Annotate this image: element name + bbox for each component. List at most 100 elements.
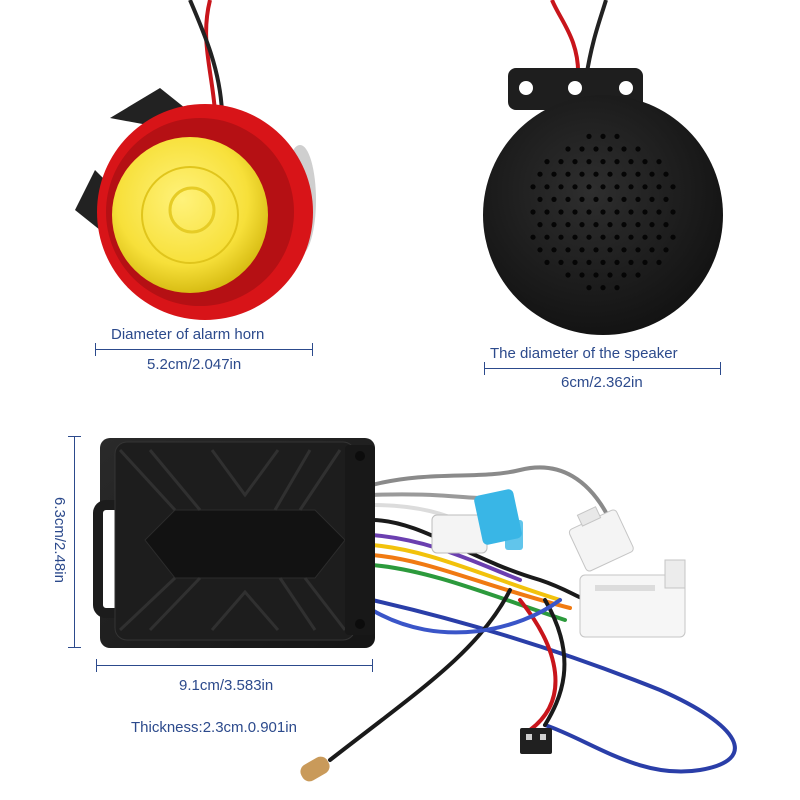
grille-hole	[607, 146, 613, 152]
grille-hole	[635, 146, 641, 152]
grille-hole	[649, 222, 655, 228]
grille-hole	[607, 222, 613, 228]
grille-hole	[544, 184, 550, 190]
grille-hole	[621, 247, 627, 253]
grille-hole	[600, 159, 606, 165]
grille-hole	[572, 184, 578, 190]
grille-hole	[621, 222, 627, 228]
grille-hole	[628, 259, 634, 265]
box-width-dimension-line	[96, 659, 373, 672]
connector-large	[579, 559, 686, 638]
grille-hole	[586, 259, 592, 265]
grille-hole	[572, 209, 578, 215]
grille-hole	[572, 259, 578, 265]
grille-hole	[593, 272, 599, 278]
grille-hole	[614, 234, 620, 240]
grille-hole	[579, 247, 585, 253]
grille-hole	[607, 272, 613, 278]
grille-hole	[551, 247, 557, 253]
grille-hole	[635, 222, 641, 228]
grille-hole	[586, 159, 592, 165]
grille-hole	[607, 171, 613, 177]
grille-hole	[656, 184, 662, 190]
grille-hole	[579, 272, 585, 278]
grille-hole	[614, 133, 620, 139]
grille-hole	[544, 159, 550, 165]
grille-hole	[544, 234, 550, 240]
alarm-horn	[75, 0, 316, 320]
grille-hole	[670, 209, 676, 215]
grille-hole	[656, 159, 662, 165]
speaker-diameter-title: The diameter of the speaker	[490, 345, 678, 362]
grille-hole	[649, 247, 655, 253]
grille-hole	[565, 247, 571, 253]
grille-hole	[607, 247, 613, 253]
grille-hole	[600, 184, 606, 190]
grille-hole	[565, 272, 571, 278]
grille-hole	[551, 222, 557, 228]
grille-hole	[579, 171, 585, 177]
grille-hole	[593, 222, 599, 228]
horn-cap-logo	[168, 186, 216, 234]
speaker	[483, 0, 723, 335]
grille-hole	[656, 209, 662, 215]
speaker-wire-red	[550, 0, 581, 79]
speaker-dimension-line	[484, 362, 721, 375]
grille-hole	[558, 184, 564, 190]
jst-pin-2	[540, 734, 546, 740]
wire-grey-1	[370, 465, 612, 522]
grille-hole	[537, 171, 543, 177]
grille-hole	[530, 234, 536, 240]
grille-hole	[649, 196, 655, 202]
grille-hole	[572, 159, 578, 165]
box-height-value: 6.3cm/2.48in	[51, 497, 68, 583]
grille-hole	[579, 146, 585, 152]
grille-hole	[614, 259, 620, 265]
horn-yellow-cap	[112, 137, 268, 293]
grille-hole	[530, 209, 536, 215]
grille-hole	[537, 247, 543, 253]
grille-hole	[614, 159, 620, 165]
horn-dimension-line	[95, 343, 313, 356]
grille-hole	[614, 285, 620, 291]
unit-box-center-pad	[144, 509, 346, 579]
grille-hole	[544, 259, 550, 265]
grille-hole	[670, 184, 676, 190]
grille-hole	[621, 272, 627, 278]
grille-hole	[670, 234, 676, 240]
unit-screw-top	[355, 451, 365, 461]
grille-hole	[628, 159, 634, 165]
grille-hole	[586, 209, 592, 215]
grille-hole	[614, 209, 620, 215]
horn-diameter-title: Diameter of alarm horn	[111, 326, 265, 343]
grille-hole	[635, 272, 641, 278]
thickness-label: Thickness:2.3cm.0.901in	[131, 719, 297, 736]
sensor-tip	[300, 756, 330, 782]
grille-hole	[600, 133, 606, 139]
grille-hole	[635, 247, 641, 253]
grille-hole	[551, 171, 557, 177]
horn-wire-black	[188, 0, 224, 113]
wire-orange	[370, 553, 572, 610]
jst-pin-1	[526, 734, 532, 740]
grille-hole	[565, 196, 571, 202]
grille-hole	[635, 196, 641, 202]
grille-hole	[656, 259, 662, 265]
grille-hole	[586, 133, 592, 139]
grille-hole	[642, 259, 648, 265]
grille-hole	[614, 184, 620, 190]
grille-hole	[565, 146, 571, 152]
fuse-cap	[505, 520, 523, 550]
grille-hole	[628, 234, 634, 240]
grille-hole	[642, 159, 648, 165]
grille-hole	[558, 159, 564, 165]
grille-hole	[593, 171, 599, 177]
grille-hole	[593, 247, 599, 253]
grille-hole	[663, 171, 669, 177]
grille-hole	[642, 184, 648, 190]
bracket-hole-middle	[568, 81, 582, 95]
wire-blue-loop	[370, 598, 562, 635]
grille-hole	[649, 171, 655, 177]
grille-hole	[635, 171, 641, 177]
grille-hole	[656, 234, 662, 240]
